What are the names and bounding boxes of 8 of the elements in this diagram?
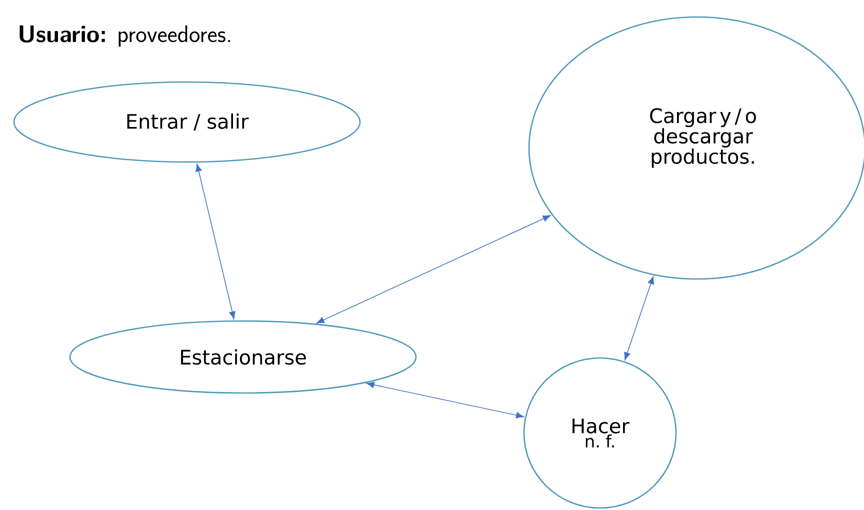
arrow — [624, 276, 654, 360]
title: Usuario: proveedores. — [20, 25, 230, 47]
ellipse-node: Hacer n. f. — [523, 357, 677, 509]
arrow — [316, 215, 551, 324]
arrow — [196, 164, 236, 320]
ellipse-node: Entrar / salir — [13, 81, 361, 163]
arrow — [366, 382, 524, 418]
ellipse-node: Estacionarse — [69, 320, 417, 394]
